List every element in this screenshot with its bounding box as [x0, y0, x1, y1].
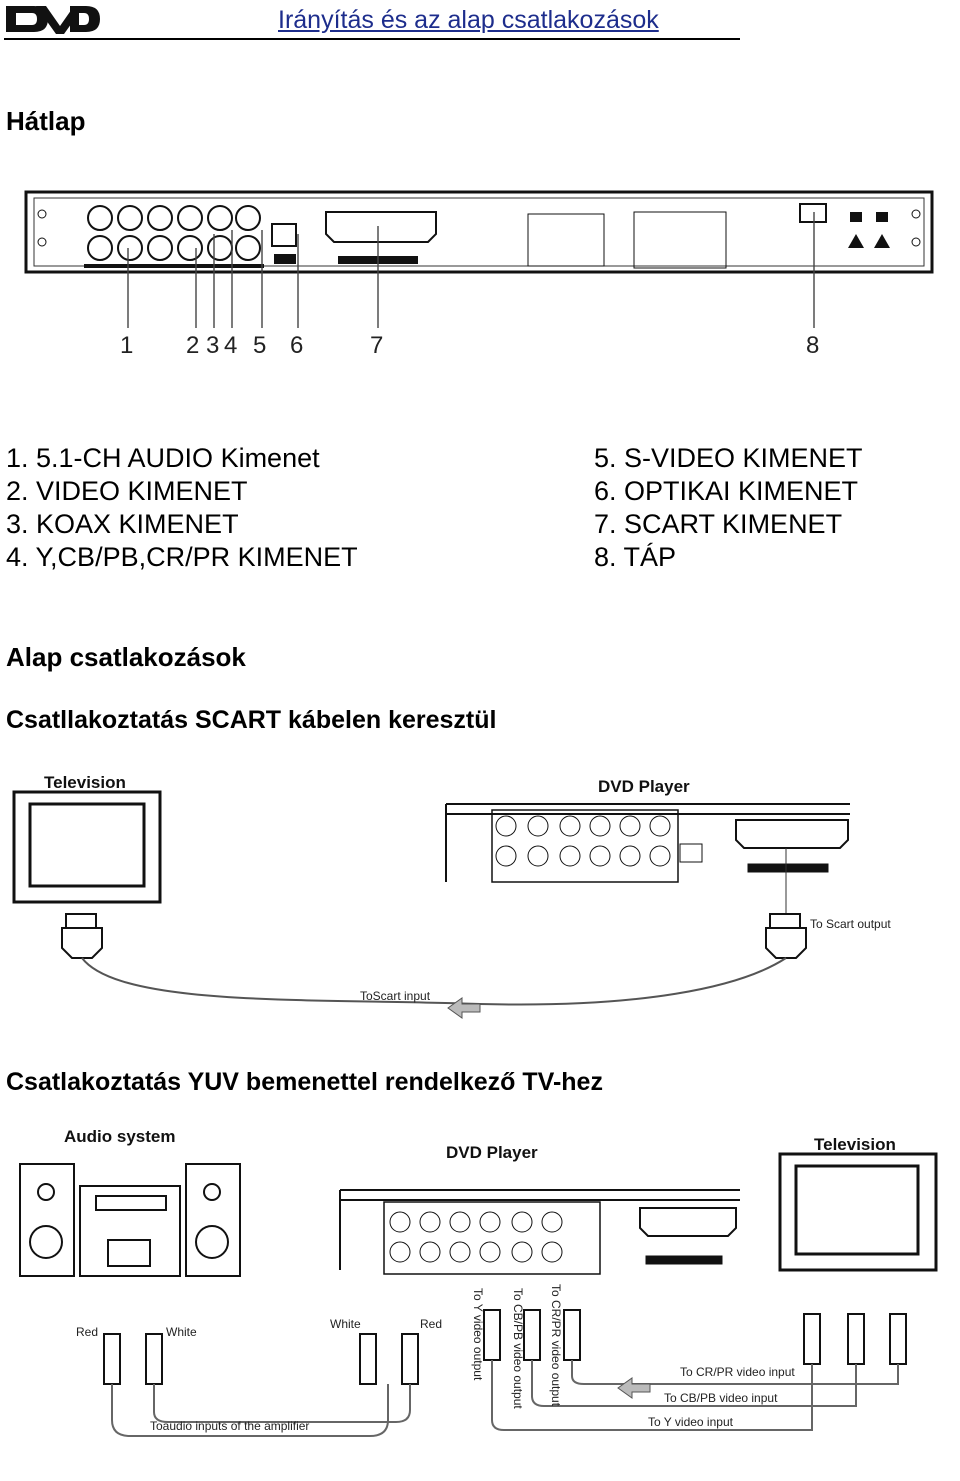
scart-plug-left [61, 913, 103, 959]
legend-item: 4. Y,CB/PB,CR/PR KIMENET [6, 542, 358, 572]
rear-panel-diagram: 1 2 3 4 5 6 7 8 [24, 190, 934, 359]
dvd-player-label: DVD Player [598, 777, 690, 796]
white-label-dvd: White [330, 1317, 361, 1331]
callout-5: 5 [253, 332, 266, 359]
television-label: Television [814, 1135, 896, 1154]
section-heading-basic: Alap csatlakozások [6, 642, 246, 672]
audio-system-label: Audio system [64, 1127, 175, 1146]
television-icon [12, 790, 162, 904]
audio-system-icon [19, 1163, 241, 1277]
legend-item: 5. S-VIDEO KIMENET [594, 443, 863, 473]
to-y-input-label: To Y video input [648, 1415, 734, 1429]
legend-item: 1. 5.1-CH AUDIO Kimenet [6, 443, 320, 473]
section-heading-rear: Hátlap [6, 106, 86, 136]
callout-2: 2 [186, 332, 199, 359]
television-icon [778, 1152, 938, 1272]
to-scart-input-label: ToScart input [360, 989, 431, 1003]
callout-1: 1 [120, 332, 133, 359]
callout-3: 3 [206, 332, 219, 359]
rca-plugs [103, 1309, 907, 1385]
dvd-player-icon [339, 1189, 740, 1275]
legend-item: 8. TÁP [594, 542, 677, 572]
white-label-amp: White [166, 1325, 197, 1339]
callout-6: 6 [290, 332, 303, 359]
to-cr-output-label: To CR/PR video output [549, 1284, 563, 1407]
section-heading-yuv: Csatlakoztatás YUV bemenettel rendelkező… [6, 1068, 603, 1096]
red-label-amp: Red [76, 1325, 98, 1339]
section-heading-scart: Csatllakoztatás SCART kábelen keresztül [6, 706, 497, 734]
yuv-connection-diagram: Audio system DVD Player Television [19, 1127, 938, 1437]
callout-7: 7 [370, 332, 383, 359]
callout-4: 4 [224, 332, 237, 359]
scart-connection-diagram: Television DVD Player To Scart output To… [12, 773, 891, 1019]
legend-item: 2. VIDEO KIMENET [6, 476, 248, 506]
dvd-player-label: DVD Player [446, 1143, 538, 1162]
to-cb-output-label: To CB/PB video output [511, 1288, 525, 1409]
to-scart-output-label: To Scart output [810, 917, 891, 931]
red-label-dvd: Red [420, 1317, 442, 1331]
callout-8: 8 [806, 332, 819, 359]
to-cb-input-label: To CB/PB video input [664, 1391, 778, 1405]
television-label: Television [44, 773, 126, 792]
to-amp-label: Toaudio inputs of the amplifier [150, 1419, 309, 1433]
legend-item: 7. SCART KIMENET [594, 509, 843, 539]
scart-plug-right [765, 913, 807, 959]
dvd-player-icon [445, 803, 850, 883]
dvd-logo [6, 6, 100, 34]
audio-jacks [87, 205, 261, 261]
header-divider [4, 38, 740, 40]
legend-right: 5. S-VIDEO KIMENET 6. OPTIKAI KIMENET 7.… [594, 442, 863, 574]
to-cr-input-label: To CR/PR video input [680, 1365, 795, 1379]
to-y-output-label: To Y video output [471, 1288, 485, 1381]
legend-item: 3. KOAX KIMENET [6, 509, 239, 539]
page-title: Irányítás és az alap csatlakozások [278, 6, 659, 34]
legend-left: 1. 5.1-CH AUDIO Kimenet 2. VIDEO KIMENET… [6, 442, 358, 574]
legend-item: 6. OPTIKAI KIMENET [594, 476, 859, 506]
